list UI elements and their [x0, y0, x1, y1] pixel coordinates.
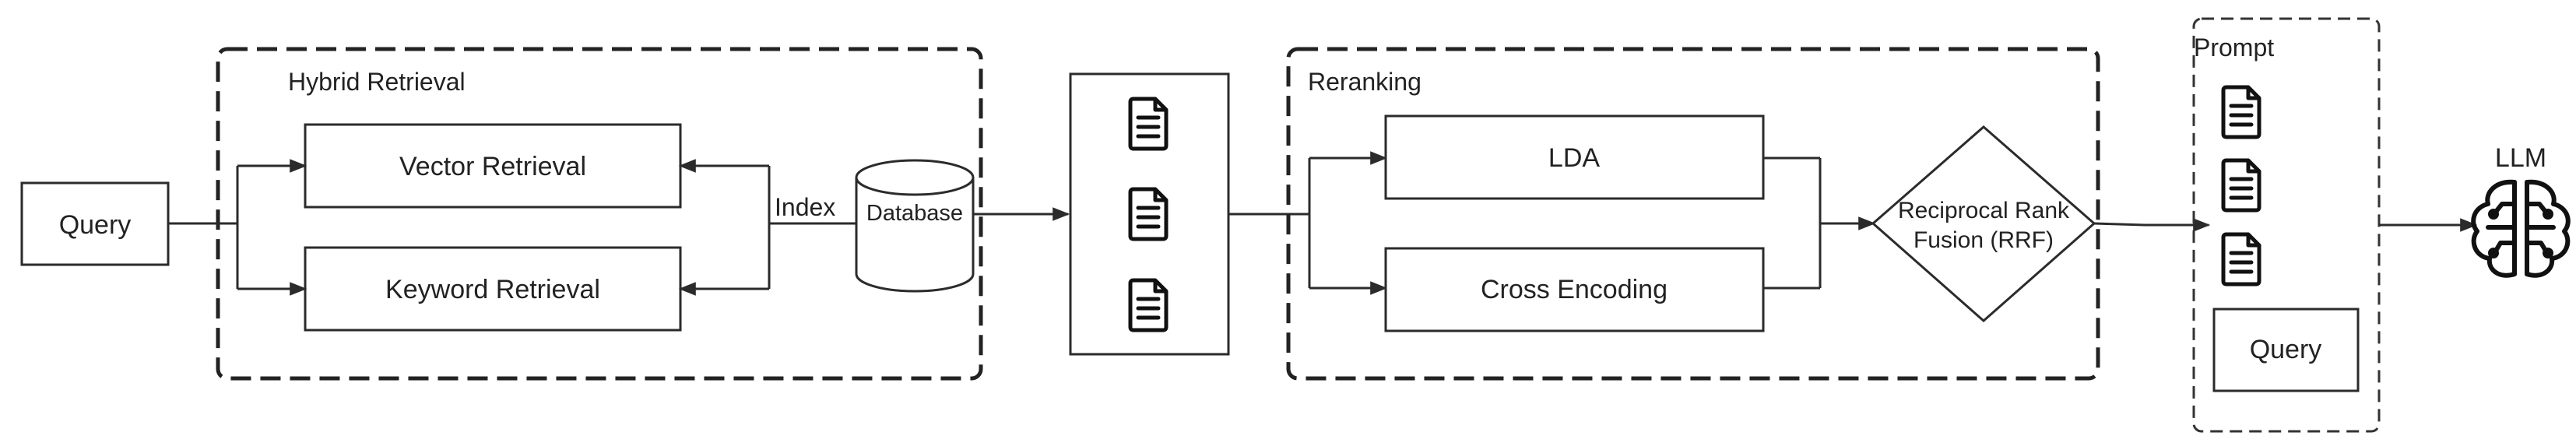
rrf-label-line2: Fusion (RRF): [1914, 227, 2054, 253]
query-label: Query: [59, 210, 132, 240]
reranking-title: Reranking: [1308, 68, 1422, 96]
lda-node: LDA: [1384, 114, 1765, 200]
query-node: Query: [20, 181, 170, 266]
keyword-retrieval-node: Keyword Retrieval: [304, 246, 682, 332]
prompt-query-node: Query: [2212, 308, 2360, 392]
docs-to-reranking-connectors: [1228, 151, 1388, 295]
hybrid-retrieval-group: Hybrid Retrieval: [216, 47, 983, 381]
index-label: Index: [775, 193, 835, 221]
prompt-title: Prompt: [2194, 33, 2274, 62]
database-to-retrieval-connectors: [678, 159, 856, 296]
document-icon: [2223, 87, 2259, 137]
document-icon: [1130, 189, 1166, 239]
vector-retrieval-node: Vector Retrieval: [304, 123, 682, 209]
document-icon: [2223, 160, 2259, 210]
document-icon: [1130, 280, 1166, 330]
document-icon: [2223, 234, 2259, 284]
document-icon: [1130, 99, 1166, 149]
query-to-retrieval-connectors: [168, 159, 308, 296]
prompt-group: Prompt Query: [2192, 17, 2381, 433]
cross-encoding-node: Cross Encoding: [1384, 247, 1765, 332]
keyword-retrieval-label: Keyword Retrieval: [385, 275, 600, 304]
database-label: Database: [866, 201, 963, 226]
hybrid-retrieval-title: Hybrid Retrieval: [288, 68, 466, 96]
rrf-to-prompt-arrow: [2093, 218, 2211, 232]
reranking-group: Reranking: [1286, 47, 2100, 381]
prompt-query-label: Query: [2250, 335, 2322, 364]
llm-label: LLM: [2495, 143, 2546, 173]
rrf-node: Reciprocal Rank Fusion (RRF): [1871, 125, 2096, 322]
rerankers-to-rrf-connectors: [1763, 156, 1876, 290]
vector-retrieval-label: Vector Retrieval: [399, 152, 586, 181]
database-node: Database: [855, 159, 975, 293]
lda-label: LDA: [1548, 143, 1600, 173]
rrf-label-line1: Reciprocal Rank: [1898, 198, 2070, 223]
cross-encoding-label: Cross Encoding: [1481, 275, 1668, 304]
brain-circuit-icon: [2471, 179, 2571, 278]
retrieved-documents-box: [1069, 72, 1230, 356]
